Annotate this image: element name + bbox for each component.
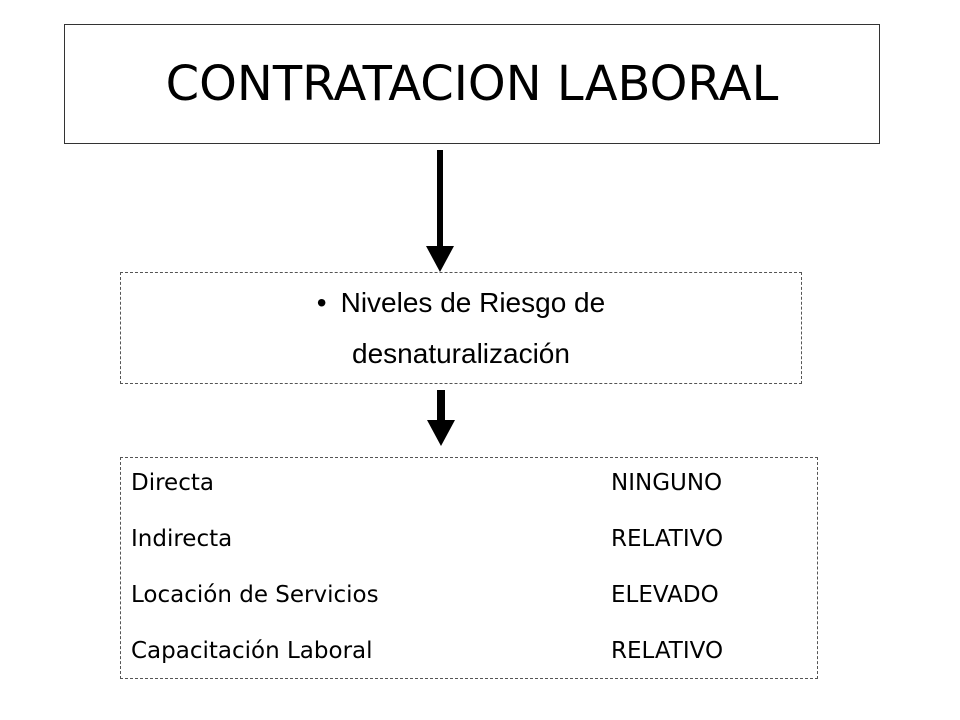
contract-types-box: Directa NINGUNO Indirecta RELATIVO Locac… xyxy=(120,457,818,679)
contract-type: Locación de Servicios xyxy=(131,582,379,608)
risk-level: RELATIVO xyxy=(611,638,724,664)
risk-levels-box: • Niveles de Riesgo de desnaturalización xyxy=(120,272,802,384)
title-box: CONTRATACION LABORAL xyxy=(64,24,880,144)
contract-type: Indirecta xyxy=(131,526,233,552)
arrow-down-icon xyxy=(427,390,455,446)
subtitle-line-2: desnaturalización xyxy=(352,338,570,369)
risk-level: RELATIVO xyxy=(611,526,724,552)
list-item: Locación de Servicios ELEVADO xyxy=(131,582,817,630)
list-item: Directa NINGUNO xyxy=(131,470,817,518)
subtitle-line-1: Niveles de Riesgo de xyxy=(340,287,606,318)
diagram-title: CONTRATACION LABORAL xyxy=(165,56,779,112)
bullet: • xyxy=(316,287,327,318)
arrow-down-icon xyxy=(426,150,454,272)
risk-level: ELEVADO xyxy=(611,582,719,608)
contract-type: Capacitación Laboral xyxy=(131,638,373,664)
contract-type: Directa xyxy=(131,470,214,496)
risk-level: NINGUNO xyxy=(611,470,723,496)
list-item: Capacitación Laboral RELATIVO xyxy=(131,638,817,686)
list-item: Indirecta RELATIVO xyxy=(131,526,817,574)
